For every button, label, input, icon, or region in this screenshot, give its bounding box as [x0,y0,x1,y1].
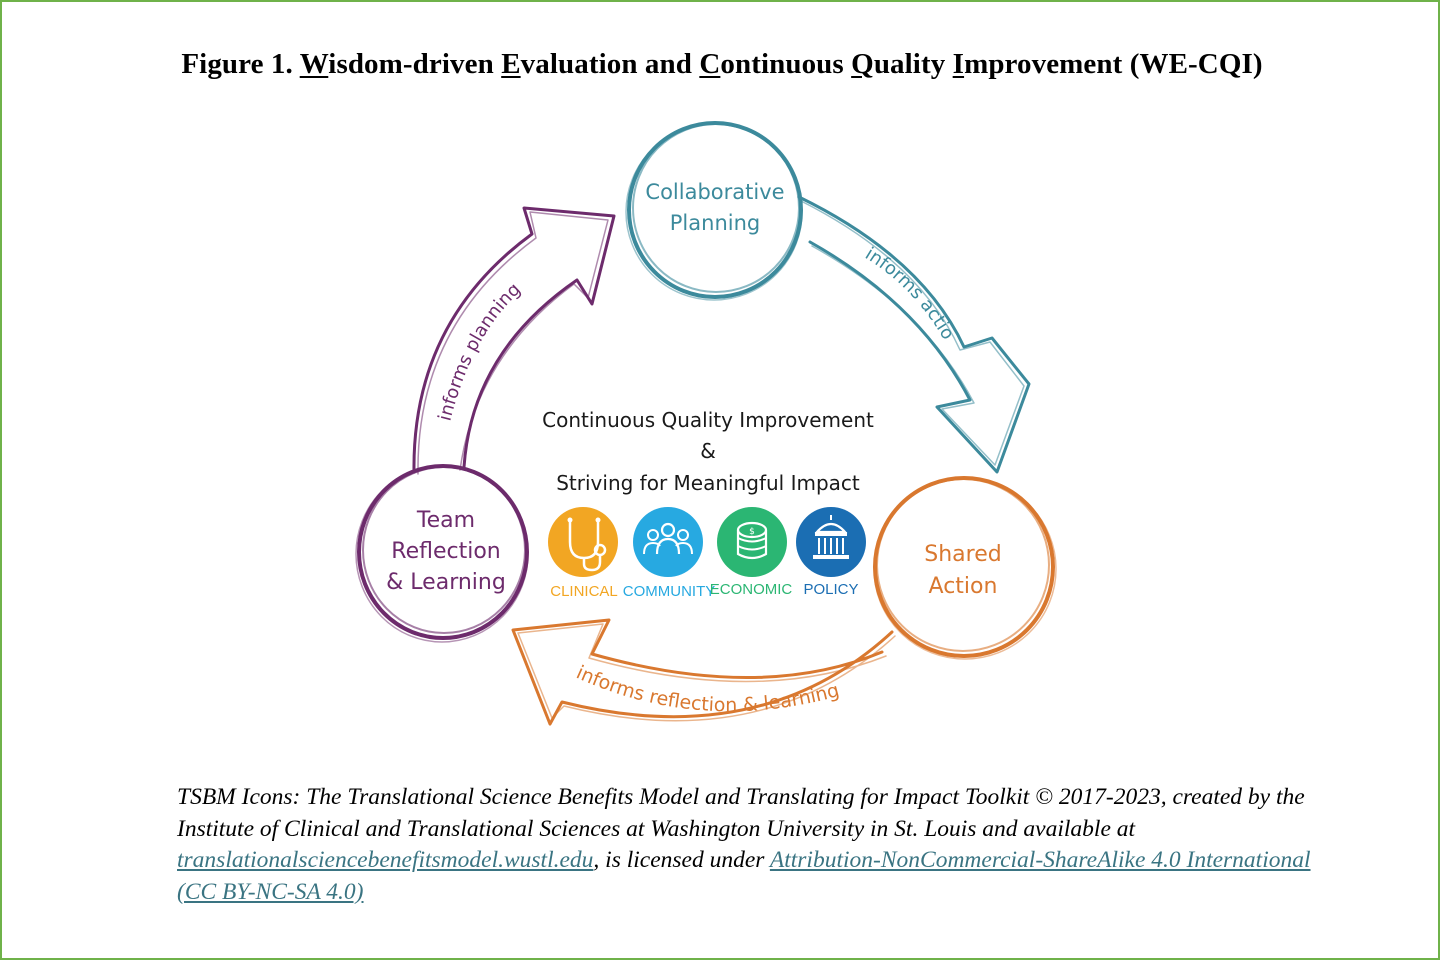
license-link[interactable]: Attribution-NonCommercial-ShareAlike 4.0… [177,847,1311,905]
label-informs-reflection: informs reflection & learning [573,662,842,717]
we-cqi-cycle-diagram: informs action informs planning informs … [354,108,1057,726]
title-letter-i: I [952,48,965,80]
reflection-label-line3: & Learning [386,570,506,595]
figure-title: Figure 1. Wisdom-driven Evaluation and C… [2,48,1440,81]
title-part: valuation and [520,48,700,80]
community-icon [633,507,703,577]
action-label-line2: Action [929,574,998,599]
policy-label: POLICY [803,581,858,598]
planning-label-line1: Collaborative [645,180,784,204]
center-line3: Striving for Meaningful Impact [556,471,860,495]
label-informs-planning: informs planning [435,279,525,423]
community-label: COMMUNITY [623,583,716,600]
title-part: uality [873,48,953,80]
reflection-label-line1: Team [416,508,475,533]
economic-icon: $ [717,507,787,577]
clinical-label: CLINICAL [550,583,618,600]
title-part: isdom-driven [328,48,502,80]
clinical-icon [548,507,618,577]
arrow-informs-planning [412,206,616,475]
tsbm-website-link[interactable]: translationalsciencebenefitsmodel.wustl.… [177,847,594,873]
figure-caption: TSBM Icons: The Translational Science Be… [177,782,1327,908]
title-letter-e: E [501,48,521,80]
action-circle [873,476,1057,660]
svg-text:$: $ [749,527,755,537]
title-letter-w: W [299,48,329,80]
title-letter-q: Q [851,48,874,80]
title-letter-c: C [699,48,721,80]
label-informs-action: informs action [354,108,958,343]
planning-circle [625,121,803,301]
title-part: ontinuous [720,48,852,80]
action-label-line1: Shared [924,542,1001,567]
arrow-informs-action [797,195,1031,474]
arrow-informs-reflection [511,618,896,726]
title-prefix: Figure 1. [181,48,300,80]
caption-text: , is licensed under [593,847,770,873]
caption-text: TSBM Icons: The Translational Science Be… [177,784,1305,842]
policy-icon [796,507,866,577]
reflection-circle [355,464,529,643]
center-line1: Continuous Quality Improvement [542,408,874,432]
economic-label: ECONOMIC [710,581,793,598]
reflection-label-line2: Reflection [391,539,500,564]
planning-label-line2: Planning [670,211,760,235]
center-line2: & [700,439,716,463]
title-part: mprovement (WE-CQI) [964,48,1263,80]
